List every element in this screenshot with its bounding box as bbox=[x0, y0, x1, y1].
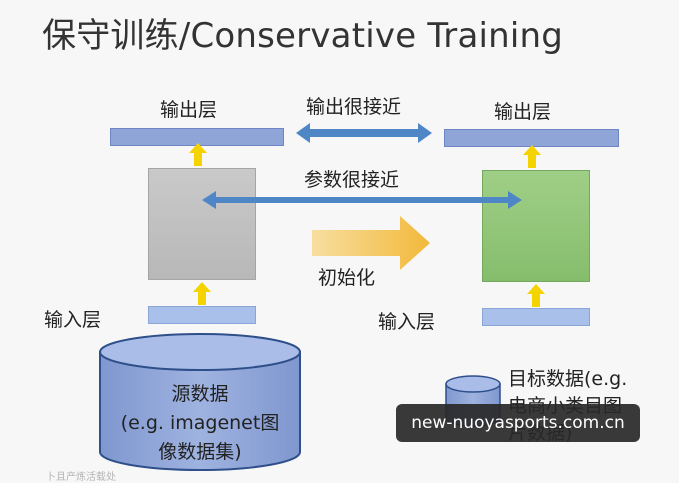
output-close-label: 输出很接近 bbox=[306, 96, 402, 118]
source-data-text: 源数据 (e.g. imagenet图 像数据集) bbox=[106, 380, 294, 467]
footer-text: 卜且产炼活载处 bbox=[46, 472, 116, 483]
target-output-layer-label: 输出层 bbox=[494, 101, 552, 123]
target-model-box bbox=[482, 170, 590, 282]
params-close-double-arrow bbox=[202, 191, 522, 209]
target-input-layer-label: 输入层 bbox=[378, 311, 436, 333]
source-data-line2: (e.g. imagenet图 bbox=[120, 412, 280, 434]
params-close-label: 参数很接近 bbox=[304, 169, 400, 191]
source-model-box bbox=[148, 168, 256, 280]
source-top-up-arrow bbox=[189, 143, 207, 166]
source-data-line1: 源数据 bbox=[171, 383, 229, 405]
target-top-up-arrow bbox=[523, 145, 541, 168]
source-bottom-up-arrow bbox=[193, 282, 211, 305]
source-data-line3: 像数据集) bbox=[158, 441, 242, 463]
site-watermark: new-nuoyasports.com.cn bbox=[396, 404, 640, 442]
init-label: 初始化 bbox=[318, 267, 376, 289]
target-data-line1: 目标数据(e.g. bbox=[508, 368, 628, 390]
target-input-layer-bar bbox=[482, 308, 590, 326]
page-title: 保守训练/Conservative Training bbox=[42, 16, 564, 56]
target-bottom-up-arrow bbox=[527, 284, 545, 307]
output-close-double-arrow bbox=[296, 123, 432, 143]
source-output-layer-label: 输出层 bbox=[160, 99, 218, 121]
init-arrow bbox=[312, 216, 430, 270]
source-input-layer-bar bbox=[148, 306, 256, 324]
source-input-layer-label: 输入层 bbox=[44, 309, 102, 331]
source-data-cylinder bbox=[99, 333, 301, 471]
